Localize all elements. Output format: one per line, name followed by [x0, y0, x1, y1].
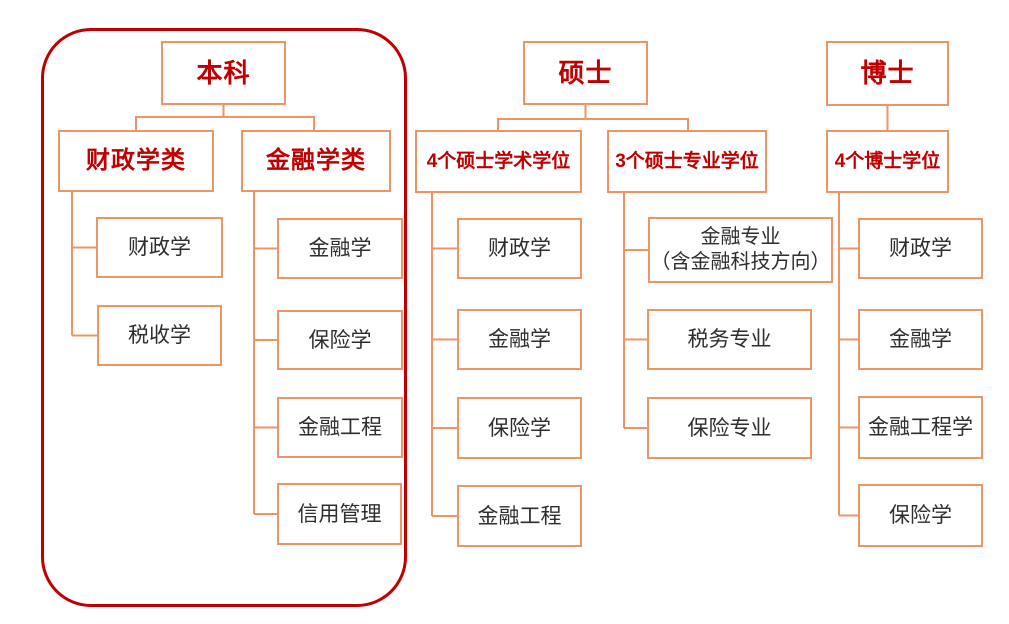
node-master-academic-degrees: 4个硕士学术学位	[415, 130, 582, 193]
node-phd-finance: 金融学	[858, 309, 983, 370]
node-ms-taxation-program: 税务专业	[647, 309, 812, 370]
node-ms-financial-engineering: 金融工程	[457, 485, 582, 547]
node-ug-public-finance: 财政学	[96, 217, 223, 278]
node-phd-financial-engineering: 金融工程学	[858, 396, 983, 459]
node-phd-public-finance: 财政学	[858, 218, 983, 279]
node-doctoral-root: 博士	[826, 41, 949, 106]
node-undergraduate-root: 本科	[161, 41, 286, 105]
node-ms-finance-program: 金融专业 （含金融科技方向）	[648, 217, 833, 283]
node-ms-public-finance: 财政学	[457, 218, 582, 279]
node-ms-insurance: 保险学	[457, 397, 582, 459]
node-ms-finance: 金融学	[457, 309, 582, 370]
node-master-professional-degrees: 3个硕士专业学位	[607, 130, 767, 193]
node-ug-taxation: 税收学	[97, 305, 222, 366]
node-ug-insurance: 保险学	[277, 310, 403, 370]
connector-undergraduate-split	[135, 105, 315, 130]
node-finance-studies-category: 金融学类	[241, 130, 391, 192]
connector-fiscal-children	[71, 192, 97, 337]
connector-academic-children	[431, 193, 457, 517]
node-ug-finance: 金融学	[277, 218, 403, 279]
connector-doctoral-children	[838, 193, 858, 517]
node-fiscal-studies-category: 财政学类	[58, 130, 214, 192]
connector-professional-children	[623, 193, 648, 429]
connector-master-split	[497, 105, 689, 130]
node-ms-insurance-program: 保险专业	[647, 397, 812, 459]
undergraduate-highlight-frame	[41, 28, 407, 607]
node-master-root: 硕士	[523, 41, 648, 105]
connector-finance-children	[253, 192, 277, 515]
node-ug-credit-management: 信用管理	[277, 483, 402, 545]
node-ug-financial-engineering: 金融工程	[277, 397, 403, 458]
node-phd-insurance: 保险学	[858, 484, 983, 547]
node-doctoral-degrees: 4个博士学位	[826, 130, 949, 193]
